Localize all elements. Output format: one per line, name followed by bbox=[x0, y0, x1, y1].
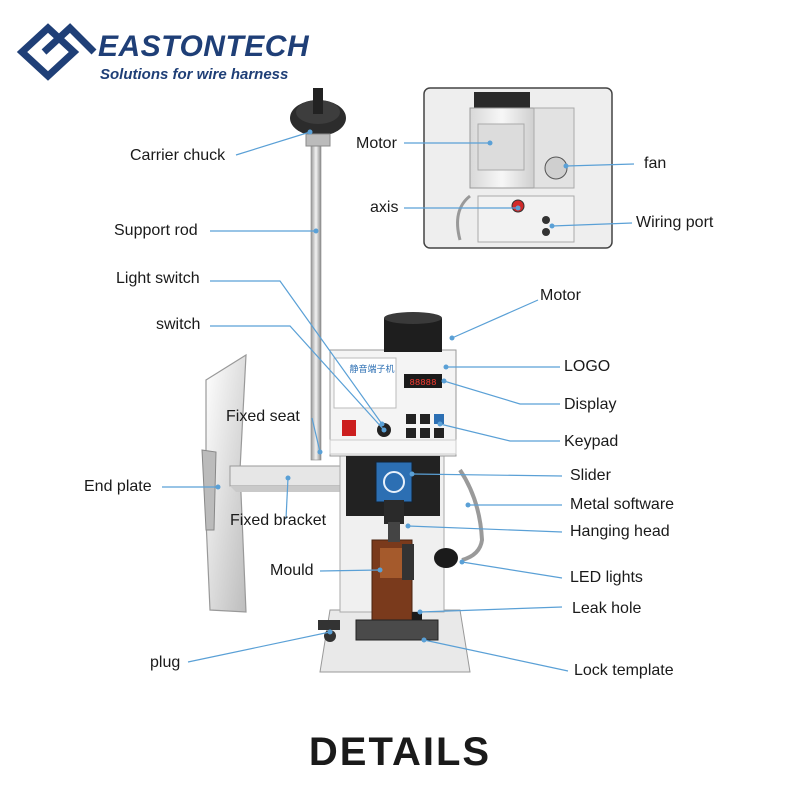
brand-name: EASTONTECH bbox=[98, 30, 310, 63]
label-plug: plug bbox=[150, 654, 181, 671]
panel-title: 静音端子机 bbox=[349, 363, 394, 375]
label-motor: Motor bbox=[540, 287, 581, 304]
label-switch: switch bbox=[156, 316, 201, 333]
eastontech-logo-icon bbox=[16, 23, 97, 81]
footer-title: DETAILS bbox=[308, 730, 492, 774]
label-carrier-chuck: Carrier chuck bbox=[130, 147, 226, 164]
label-motor-inset: Motor bbox=[356, 135, 397, 152]
label-slider: Slider bbox=[570, 467, 611, 484]
label-keypad: Keypad bbox=[564, 433, 619, 450]
label-lock-template: Lock template bbox=[574, 662, 674, 679]
label-metal-software: Metal software bbox=[570, 496, 675, 513]
inset-motor-photo bbox=[423, 87, 613, 249]
leader-dots bbox=[215, 129, 569, 643]
label-mould: Mould bbox=[270, 562, 314, 579]
label-hanging-head: Hanging head bbox=[570, 523, 670, 540]
label-display: Display bbox=[564, 396, 617, 413]
display-readout: 88888 bbox=[409, 378, 436, 388]
label-logo: LOGO bbox=[564, 358, 611, 375]
label-support-rod: Support rod bbox=[114, 222, 198, 239]
label-leak-hole: Leak hole bbox=[572, 600, 642, 617]
label-wiring-port: Wiring port bbox=[636, 214, 714, 231]
label-fixed-seat: Fixed seat bbox=[226, 408, 300, 425]
brand-tagline: Solutions for wire harness bbox=[100, 66, 289, 83]
support-rod-shape bbox=[290, 88, 346, 461]
label-fan: fan bbox=[644, 155, 667, 172]
label-end-plate: End plate bbox=[84, 478, 152, 495]
label-light-switch: Light switch bbox=[116, 270, 200, 287]
label-fixed-bracket: Fixed bracket bbox=[230, 512, 327, 529]
label-led-lights: LED lights bbox=[570, 569, 643, 586]
label-axis: axis bbox=[370, 199, 399, 216]
leader-lines bbox=[162, 131, 635, 672]
